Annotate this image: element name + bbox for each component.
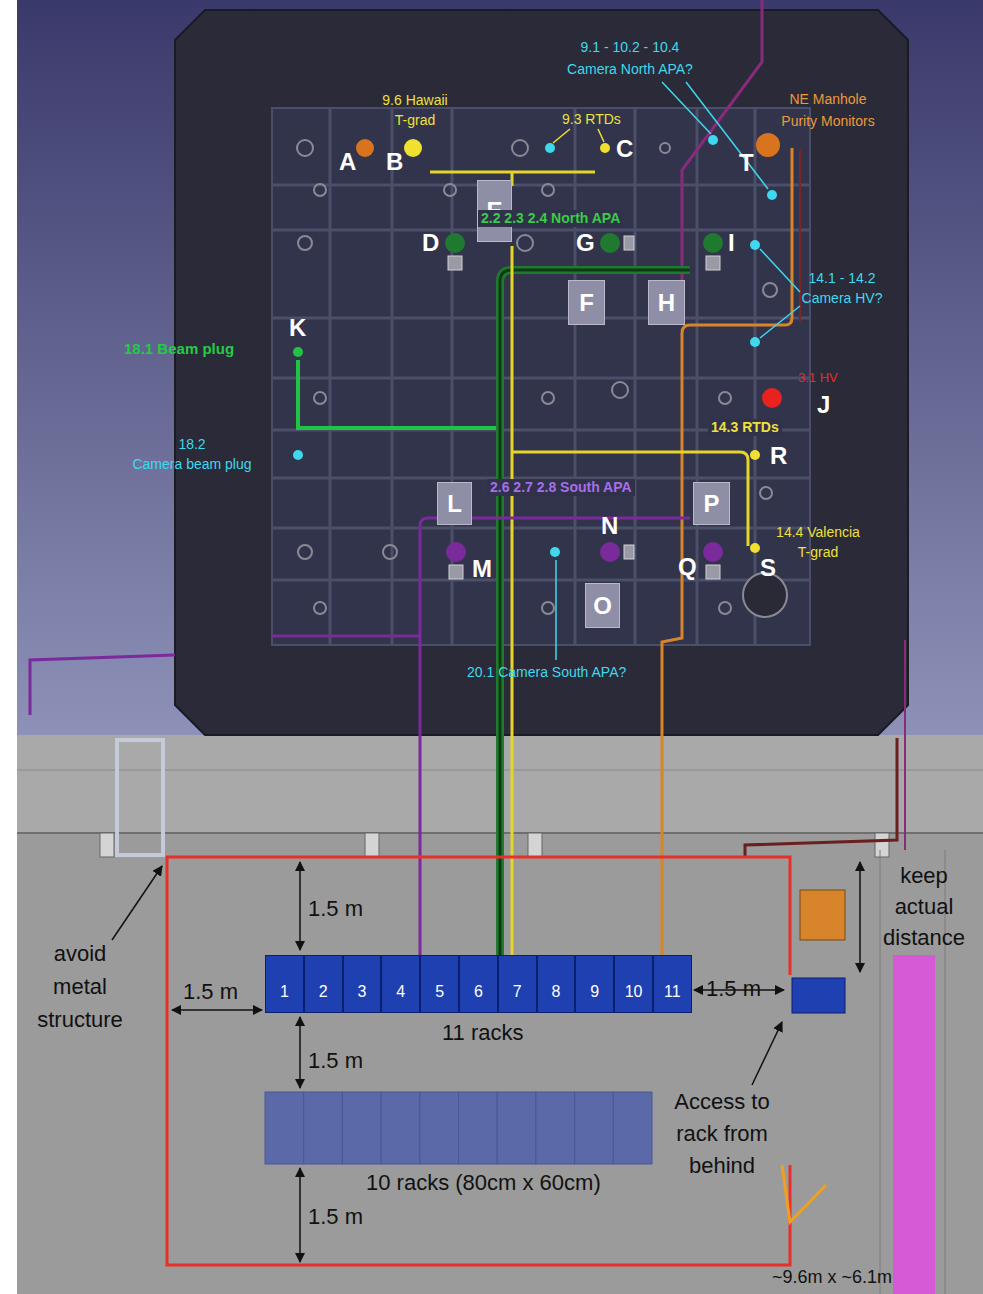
sensor-label: 18.1 Beam plug [124, 340, 234, 358]
text-line: Camera North APA? [567, 58, 693, 80]
callout-letter: S [760, 556, 776, 580]
sensor-label: 14.4 Valencia T-grad [776, 522, 860, 562]
rack-box: 3 [343, 955, 382, 1013]
text-line: 9.6 Hawaii [382, 90, 447, 110]
flange-box: P [693, 482, 730, 525]
text-line: 14.4 Valencia [776, 522, 860, 542]
box-letter: O [593, 594, 612, 618]
sensor-label: NE Manhole Purity Monitors [781, 88, 874, 132]
callout-letter: D [422, 231, 439, 255]
callout-letter: A [339, 150, 356, 174]
text-line: 14.1 - 14.2 [802, 268, 883, 288]
note-text: keep actual distance [883, 860, 965, 953]
flange-box: H [648, 280, 685, 325]
text-line: actual [883, 891, 965, 922]
note-text: 10 racks (80cm x 60cm) [366, 1170, 601, 1196]
rack-number: 3 [358, 984, 367, 1000]
apa-label: 2.2 2.3 2.4 North APA [478, 210, 623, 227]
dimension-label: ~9.6m x ~6.1m [772, 1266, 892, 1288]
dimension-label: 1.5 m [183, 979, 238, 1005]
callout-letter: J [817, 393, 830, 417]
box-letter: P [703, 492, 719, 516]
box-letter: L [447, 492, 462, 516]
rack-number: 5 [435, 984, 444, 1000]
dimension-label: 1.5 m [308, 1204, 363, 1230]
rack-number: 1 [280, 984, 289, 1000]
note-text: avoid metal structure [37, 937, 123, 1036]
rack-box: 4 [381, 955, 420, 1013]
sensor-label: 3.1 HV [798, 370, 838, 386]
rack-number: 9 [590, 984, 599, 1000]
rack-box: 7 [498, 955, 537, 1013]
text-line: rack from [674, 1118, 769, 1150]
callout-letter: Q [678, 555, 697, 579]
rack-box: 6 [459, 955, 498, 1013]
camera-label: 20.1 Camera South APA? [467, 664, 626, 681]
callout-letter: B [386, 150, 403, 174]
camera-label: 18.2 Camera beam plug [132, 434, 251, 474]
text-line: structure [37, 1003, 123, 1036]
box-letter: H [658, 291, 675, 315]
callout-letter: T [739, 151, 754, 175]
callout-letter: R [770, 444, 787, 468]
note-text: 11 racks [442, 1020, 524, 1046]
box-letter: F [579, 291, 594, 315]
callout-letter: I [728, 231, 735, 255]
text-line: T-grad [382, 110, 447, 130]
text-line: Purity Monitors [781, 110, 874, 132]
sensor-label: 9.3 RTDs [562, 111, 621, 128]
rack-box: 5 [420, 955, 459, 1013]
rack-number: 7 [513, 984, 522, 1000]
rack-box: 8 [537, 955, 576, 1013]
text-line: avoid [37, 937, 123, 970]
text-line: 9.1 - 10.2 - 10.4 [567, 36, 693, 58]
camera-label: 9.1 - 10.2 - 10.4 Camera North APA? [567, 36, 693, 80]
callout-letter: M [472, 557, 492, 581]
rack-box: 2 [304, 955, 343, 1013]
text-line: distance [883, 922, 965, 953]
text-line: behind [674, 1150, 769, 1182]
text-line: Camera beam plug [132, 454, 251, 474]
text-line: NE Manhole [781, 88, 874, 110]
rack-box: 1 [265, 955, 304, 1013]
rack-box: 11 [653, 955, 692, 1013]
callout-letter: K [289, 316, 306, 340]
rack-number: 2 [319, 984, 328, 1000]
text-line: T-grad [776, 542, 860, 562]
apa-label: 2.6 2.7 2.8 South APA [487, 479, 635, 496]
text-line: Access to [674, 1086, 769, 1118]
dimension-label: 1.5 m [308, 896, 363, 922]
rack-box: 9 [575, 955, 614, 1013]
rack-number: 8 [552, 984, 561, 1000]
callout-letter: N [601, 514, 618, 538]
rack-number: 11 [664, 984, 681, 1000]
rack-number: 10 [625, 984, 643, 1000]
dimension-label: 1.5 m [706, 976, 761, 1002]
rack-number: 4 [396, 984, 405, 1000]
callout-letter: G [576, 231, 595, 255]
text-line: Camera HV? [802, 288, 883, 308]
dimension-label: 1.5 m [308, 1048, 363, 1074]
sensor-label: 14.3 RTDs [708, 419, 782, 436]
note-text: Access to rack from behind [674, 1086, 769, 1182]
rack-number: 6 [474, 984, 483, 1000]
callout-letter: C [616, 137, 633, 161]
sensor-label: 9.6 Hawaii T-grad [382, 90, 447, 130]
text-line: 18.2 [132, 434, 251, 454]
flange-box: L [437, 482, 472, 525]
flange-box: F [568, 280, 605, 325]
camera-label: 14.1 - 14.2 Camera HV? [802, 268, 883, 308]
flange-box: O [585, 583, 620, 628]
text-line: keep [883, 860, 965, 891]
rack-box: 10 [614, 955, 653, 1013]
text-line: metal [37, 970, 123, 1003]
